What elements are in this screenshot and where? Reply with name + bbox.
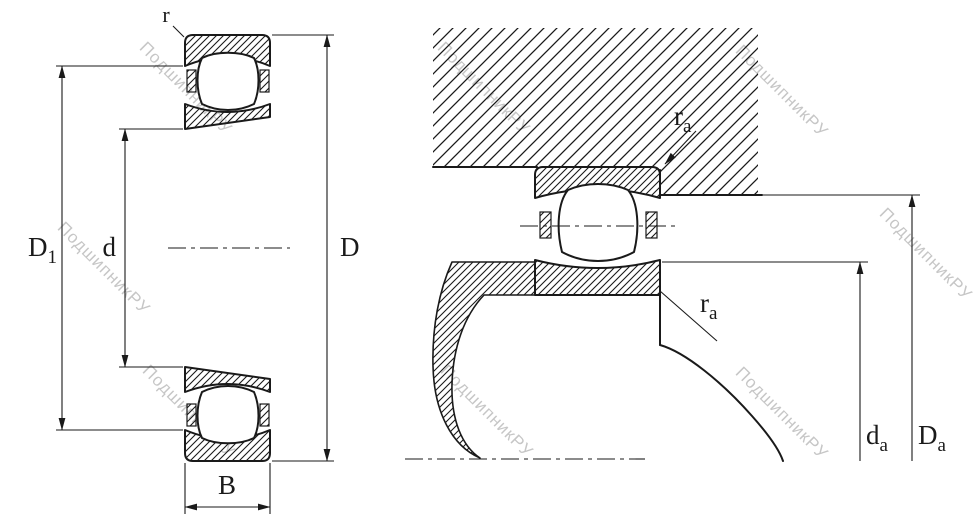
inner-ring-top-section — [184, 103, 271, 130]
watermark-text: ПодшипникРУ — [732, 363, 832, 463]
shaft-contour-curve — [659, 344, 784, 462]
cage-top-left — [186, 69, 197, 93]
label-D: D — [340, 232, 360, 262]
cage-top-right — [259, 69, 270, 93]
cage-bottom-left — [186, 403, 197, 427]
roller-section — [557, 183, 639, 262]
inner-ring-bottom-section — [184, 366, 271, 393]
right-view — [405, 28, 920, 462]
label-r: r — [162, 2, 170, 27]
label-ra-top: ra — [674, 101, 692, 137]
left-view — [168, 34, 290, 462]
ra-top-leader-line — [664, 130, 697, 165]
shaft-shoulder-section — [432, 261, 536, 459]
label-Da: Da — [918, 420, 947, 456]
label-da: da — [866, 420, 889, 456]
dimensions-left: r D1 d D B — [28, 2, 360, 514]
dimensions-right: ra ra da Da — [659, 101, 947, 461]
label-d: d — [103, 232, 117, 262]
label-ra-bottom: ra — [700, 288, 718, 324]
roller-bottom — [196, 385, 260, 445]
cage-bottom-right — [259, 403, 270, 427]
label-B: B — [218, 470, 236, 500]
housing-section — [433, 28, 758, 195]
ra-bottom-leader-line — [659, 290, 718, 342]
label-D1: D1 — [28, 232, 57, 268]
r-leader-line — [172, 25, 185, 38]
inner-ring-section — [534, 259, 661, 296]
cage-right — [645, 211, 658, 239]
watermark-text: ПодшипникРУ — [876, 204, 973, 304]
roller-top — [196, 51, 260, 111]
cage-left — [539, 211, 552, 239]
